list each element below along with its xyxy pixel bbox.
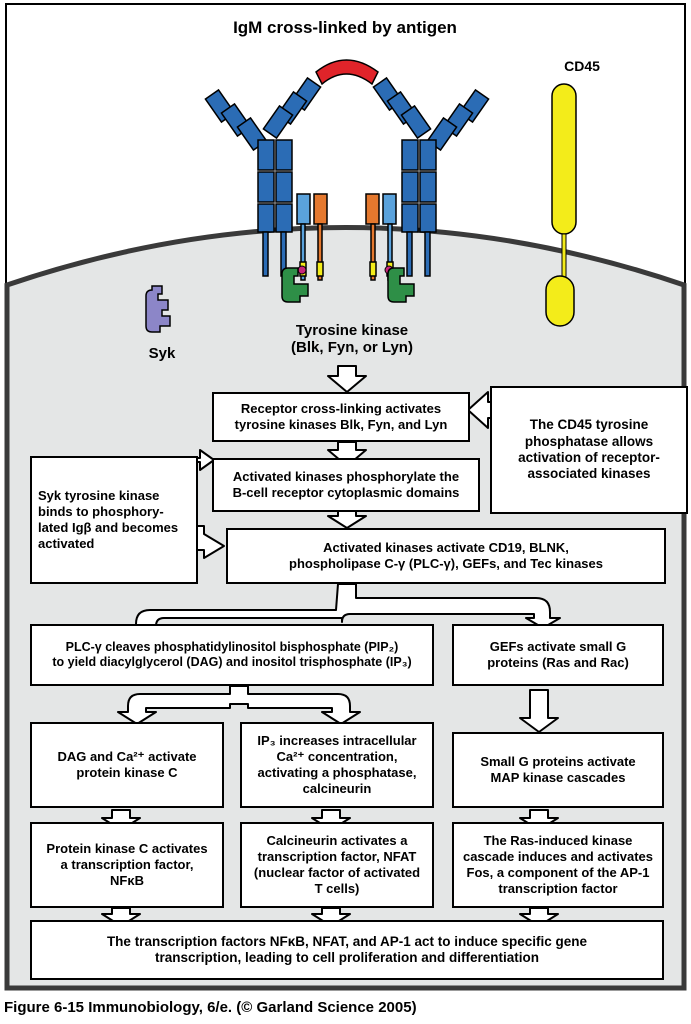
cd45-protein (545, 83, 577, 327)
tyrosine-kinase-left (281, 267, 309, 303)
syk-protein (145, 285, 171, 333)
diagram-title: IgM cross-linked by antigen (233, 18, 457, 37)
arrow-branch-to-plc-and-gefs (125, 583, 561, 647)
box-pkc-activates: Protein kinase C activates a transcripti… (30, 822, 224, 908)
tyrosine-kinase-right (387, 267, 415, 303)
box-syk-binds: Syk tyrosine kinase binds to phosphory- … (30, 456, 198, 584)
figure-caption: Figure 6-15 Immunobiology, 6/e. (© Garla… (4, 999, 417, 1016)
box-small-g-map: Small G proteins activate MAP kinase cas… (452, 732, 664, 808)
box-dag-ca: DAG and Ca²⁺ activate protein kinase C (30, 722, 224, 808)
phosphate-left (297, 265, 307, 275)
arrow-kinase-to-crosslinking (327, 365, 367, 393)
box-ras-fos: The Ras-induced kinase cascade induces a… (452, 822, 664, 908)
box-cd45-phosphatase: The CD45 tyrosine phosphatase allows act… (490, 386, 688, 514)
box-ip3-increases: IP₃ increases intracellular Ca²⁺ concent… (240, 722, 434, 808)
box-plc-cleaves: PLC-γ cleaves phosphatidylinositol bisph… (30, 624, 434, 686)
syk-label: Syk (148, 345, 176, 362)
box-gefs-activate: GEFs activate small G proteins (Ras and … (452, 624, 664, 686)
arrow-gefs-to-small-g (519, 689, 559, 733)
igm-receptor-left (204, 76, 328, 281)
box-calcineurin-nfat: Calcineurin activates a transcription fa… (240, 822, 434, 908)
arrow-branch-to-dag-and-ip3 (117, 685, 361, 725)
igm-receptor-right (365, 76, 490, 281)
cd45-label: CD45 (564, 58, 600, 74)
box-kinases-activate: Activated kinases activate CD19, BLNK, p… (226, 528, 666, 584)
box-kinases-phosphorylate: Activated kinases phosphorylate the B-ce… (212, 458, 480, 512)
box-receptor-crosslinking: Receptor cross-linking activates tyrosin… (212, 392, 470, 442)
box-transcription: The transcription factors NFκB, NFAT, an… (30, 920, 664, 980)
tyrosine-kinase-label: Tyrosine kinase (Blk, Fyn, or Lyn) (291, 322, 413, 357)
antigen (315, 59, 379, 86)
